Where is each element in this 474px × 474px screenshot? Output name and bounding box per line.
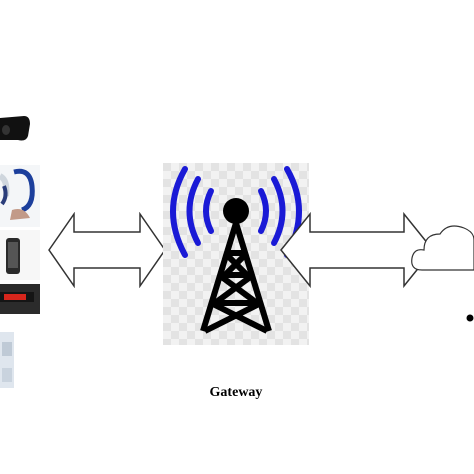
cloud-icon — [411, 225, 474, 271]
hearing-aid-icon — [0, 165, 40, 227]
server-dot-icon — [466, 314, 474, 322]
fitness-band-icon — [0, 284, 40, 314]
gateway-tower — [163, 163, 309, 345]
gateway-label: Gateway — [209, 385, 263, 400]
wearable-device-icon — [0, 332, 14, 388]
antenna-tower-icon — [200, 198, 272, 334]
vr-headset-icon — [0, 116, 30, 141]
devices-gateway-arrow — [48, 212, 166, 288]
smartphone-icon — [0, 230, 40, 280]
wearable-devices-strip — [0, 116, 40, 388]
